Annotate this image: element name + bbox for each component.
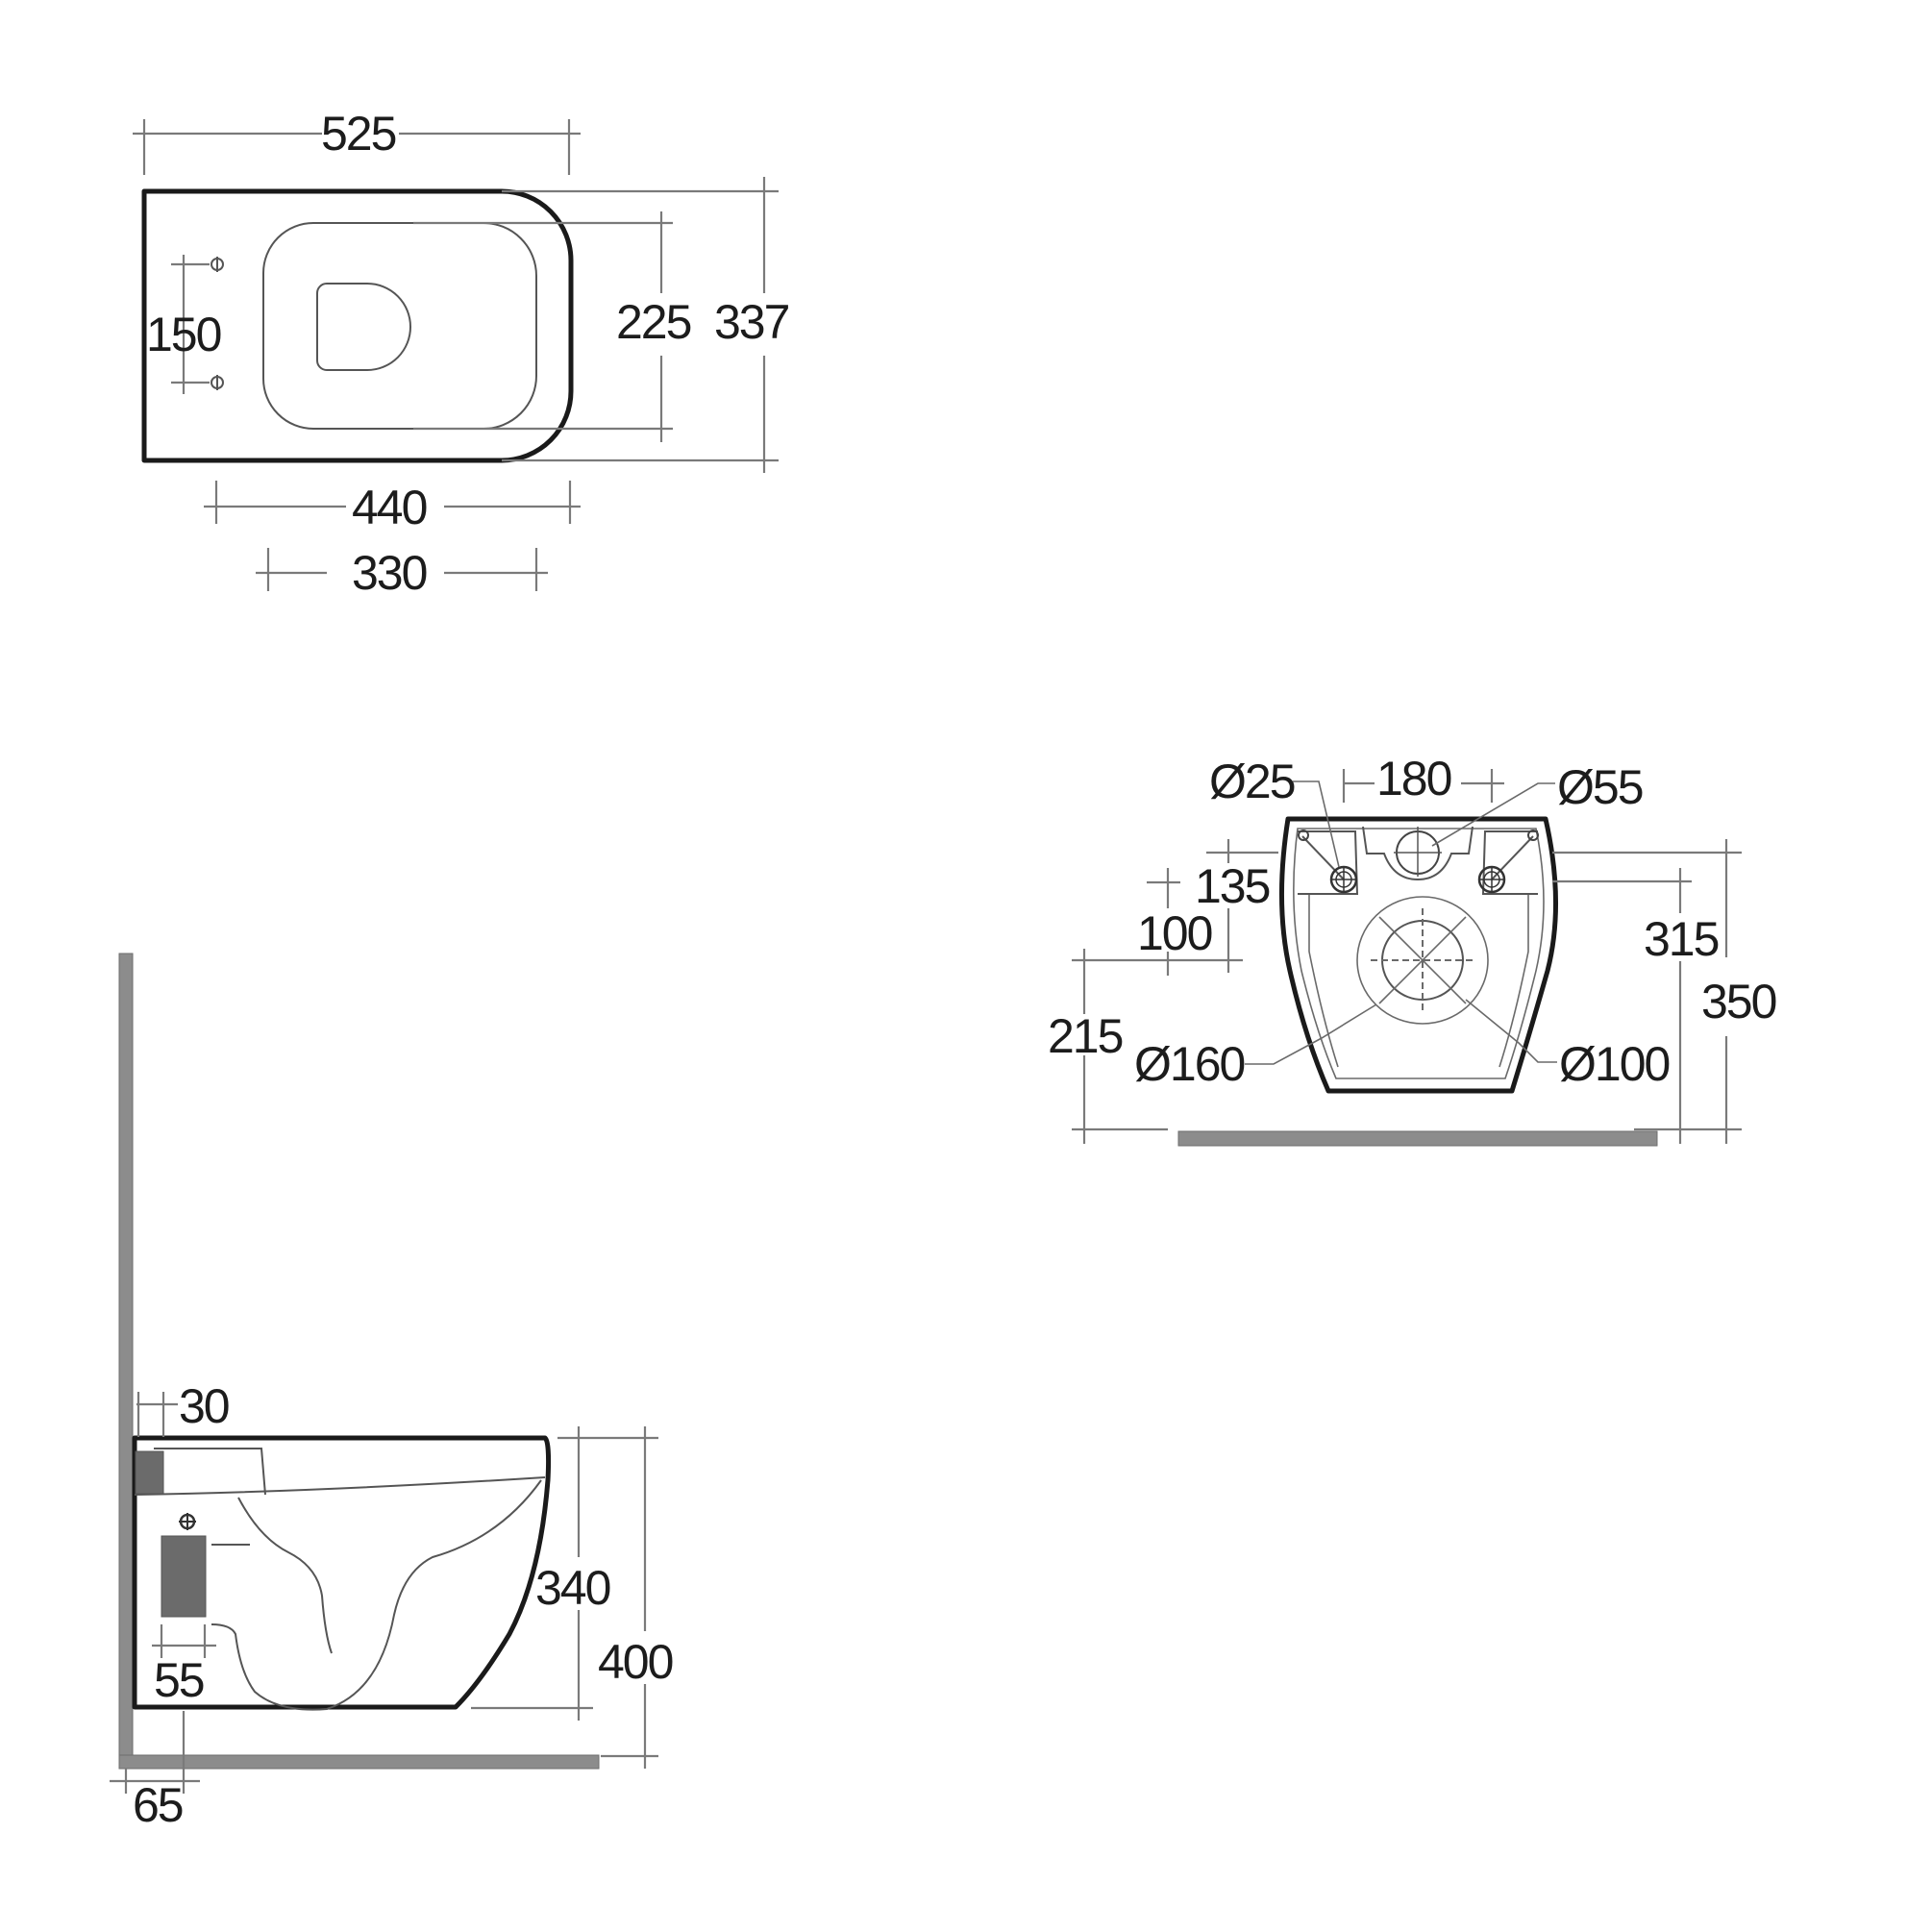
dim-label-225: 225	[616, 295, 691, 349]
dim-label-dia100: Ø100	[1559, 1037, 1670, 1091]
dim-label-350: 350	[1701, 975, 1776, 1028]
dim-label-330: 330	[352, 546, 427, 600]
corner-hole-icon	[1527, 830, 1539, 841]
dim-label-135: 135	[1195, 859, 1270, 913]
floor-bar-side	[118, 1754, 600, 1770]
dim-label-30: 30	[179, 1379, 229, 1433]
fixing-hole-icon	[1477, 865, 1506, 894]
dim-label-440: 440	[352, 481, 427, 534]
outlet-hatch	[161, 1535, 207, 1618]
fixing-hole-icon	[171, 375, 224, 390]
side-view: 30 55 340 400 65	[110, 953, 675, 1832]
corner-hole-icon	[1298, 830, 1309, 841]
dim-label-315: 315	[1644, 912, 1719, 966]
inlet-circle-icon	[1394, 827, 1442, 877]
dim-label-400: 400	[598, 1635, 673, 1689]
dim-label-65: 65	[133, 1778, 183, 1832]
seat-opening	[262, 222, 537, 430]
dim-label-dia160: Ø160	[1134, 1037, 1245, 1091]
dim-label-180: 180	[1376, 752, 1451, 805]
pan-outline-back	[1278, 816, 1559, 1094]
dim-label-dia25: Ø25	[1209, 755, 1295, 808]
pan-inner-outline-back	[1293, 828, 1545, 1079]
dim-label-100: 100	[1137, 906, 1212, 960]
dim-label-525: 525	[321, 107, 396, 161]
pan-outline-side	[132, 1435, 552, 1710]
dim-label-215: 215	[1048, 1009, 1123, 1063]
pan-outline-top	[141, 188, 574, 463]
inlet-hatch	[135, 1450, 164, 1495]
wall-bar	[118, 953, 134, 1770]
dim-label-dia55: Ø55	[1557, 760, 1643, 814]
dim-label-55: 55	[154, 1653, 204, 1707]
fixing-hole-icon	[179, 1513, 196, 1530]
fixing-hole-icon	[171, 257, 224, 272]
top-view: 525 150 225 337 440 330	[133, 107, 791, 600]
fixing-hole-icon	[1329, 865, 1358, 894]
dim-label-337: 337	[714, 295, 789, 349]
water-area	[316, 283, 412, 371]
back-view: Ø25 180 Ø55 135 100 215 Ø160 Ø100 315 35…	[1048, 752, 1778, 1147]
floor-bar-back	[1177, 1130, 1658, 1147]
outlet-circle-icon	[1356, 896, 1489, 1025]
dim-label-150: 150	[146, 308, 221, 361]
dim-label-340: 340	[535, 1561, 610, 1615]
